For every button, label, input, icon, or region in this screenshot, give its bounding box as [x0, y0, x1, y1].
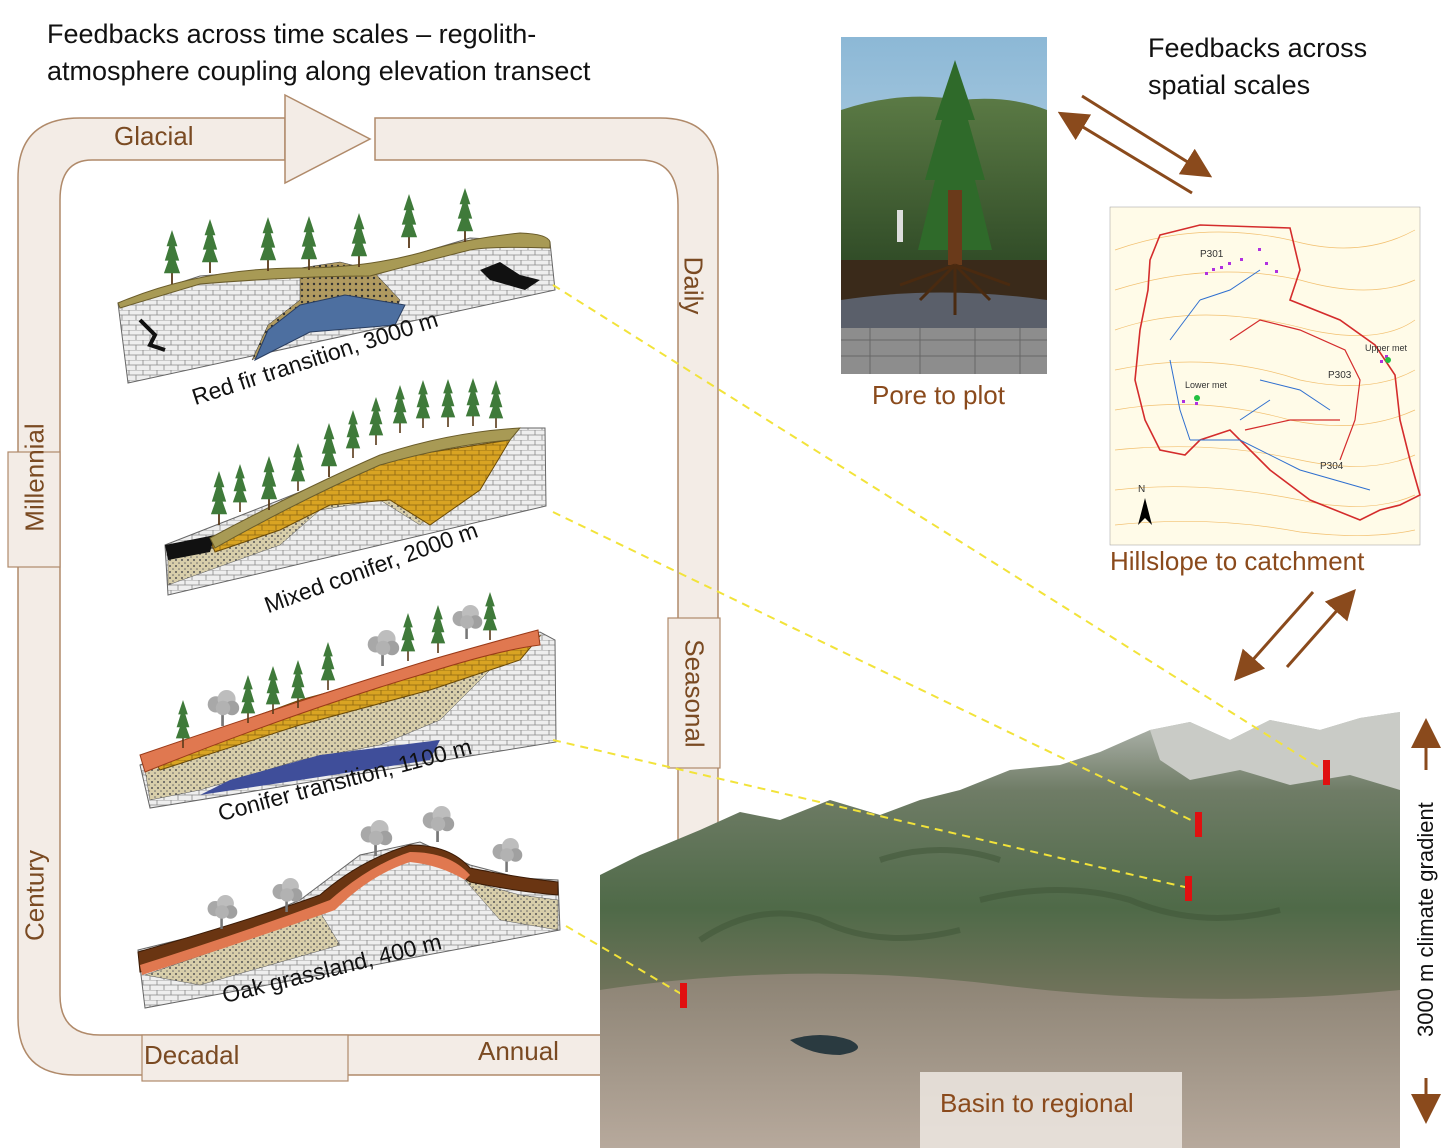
- site-marker-2000m: [1195, 812, 1202, 837]
- site-markers: [680, 760, 1330, 1008]
- caption-basin-to-regional: Basin to regional: [940, 1088, 1134, 1118]
- spatial-scales-title-line2: spatial scales: [1148, 70, 1311, 100]
- scale-label-century: Century: [19, 849, 50, 942]
- north-label: N: [1138, 484, 1145, 495]
- spatial-scales-title-line1: Feedbacks across: [1148, 33, 1368, 63]
- climate-gradient-label: 3000 m climate gradient: [1413, 802, 1438, 1037]
- transect-conifer-transition: [139, 592, 557, 809]
- time-scales-title-line1: Feedbacks across time scales – regolith-: [47, 19, 537, 49]
- scale-label-glacial: Glacial: [114, 121, 194, 151]
- arrow-to-catchment: [1081, 94, 1213, 178]
- map-label-p304: P304: [1320, 461, 1344, 472]
- regional-terrain: [600, 712, 1400, 1148]
- site-marker-1100m: [1185, 876, 1192, 901]
- arrow-to-basin: [1234, 591, 1315, 681]
- scale-label-millennial: Millennial: [19, 423, 50, 532]
- basin-label-box: [920, 1072, 1182, 1148]
- site-marker-400m: [680, 983, 687, 1008]
- transect-mixed-conifer: [164, 378, 547, 596]
- map-label-p301: P301: [1200, 249, 1224, 260]
- scale-label-annual: Annual: [478, 1036, 559, 1066]
- spatial-scales-title: Feedbacks across spatial scales: [1148, 30, 1367, 104]
- connector-lines: [552, 284, 1327, 996]
- transect-oak-grassland: [137, 806, 561, 1009]
- time-scale-cycle-arrow: [7, 93, 721, 1082]
- arrow-to-pore-plot: [1057, 111, 1193, 195]
- site-marker-3000m: [1323, 760, 1330, 785]
- sample-sites: [1182, 248, 1388, 405]
- arrow-to-hillslope: [1285, 589, 1356, 668]
- caption-hillslope-to-catchment: Hillslope to catchment: [1110, 546, 1365, 576]
- map-label-p303: P303: [1328, 370, 1352, 381]
- caption-pore-to-plot: Pore to plot: [872, 380, 1005, 410]
- time-scales-title: Feedbacks across time scales – regolith-…: [47, 16, 590, 90]
- north-arrow-icon: [1138, 498, 1152, 525]
- transect-red-fir: [117, 188, 556, 384]
- map-label-lower-met: Lower met: [1185, 380, 1228, 390]
- time-scales-title-line2: atmosphere coupling along elevation tran…: [47, 56, 591, 86]
- scale-label-decadal: Decadal: [144, 1040, 240, 1070]
- spatial-scale-arrows: [1057, 94, 1356, 681]
- pore-to-plot-illustration: [841, 37, 1047, 374]
- map-label-upper-met: Upper met: [1365, 343, 1408, 353]
- scale-label-seasonal: Seasonal: [679, 639, 710, 748]
- scale-label-daily: Daily: [678, 256, 709, 315]
- catchment-map: P301 P303 P304 Upper met Lower met N: [1109, 206, 1421, 546]
